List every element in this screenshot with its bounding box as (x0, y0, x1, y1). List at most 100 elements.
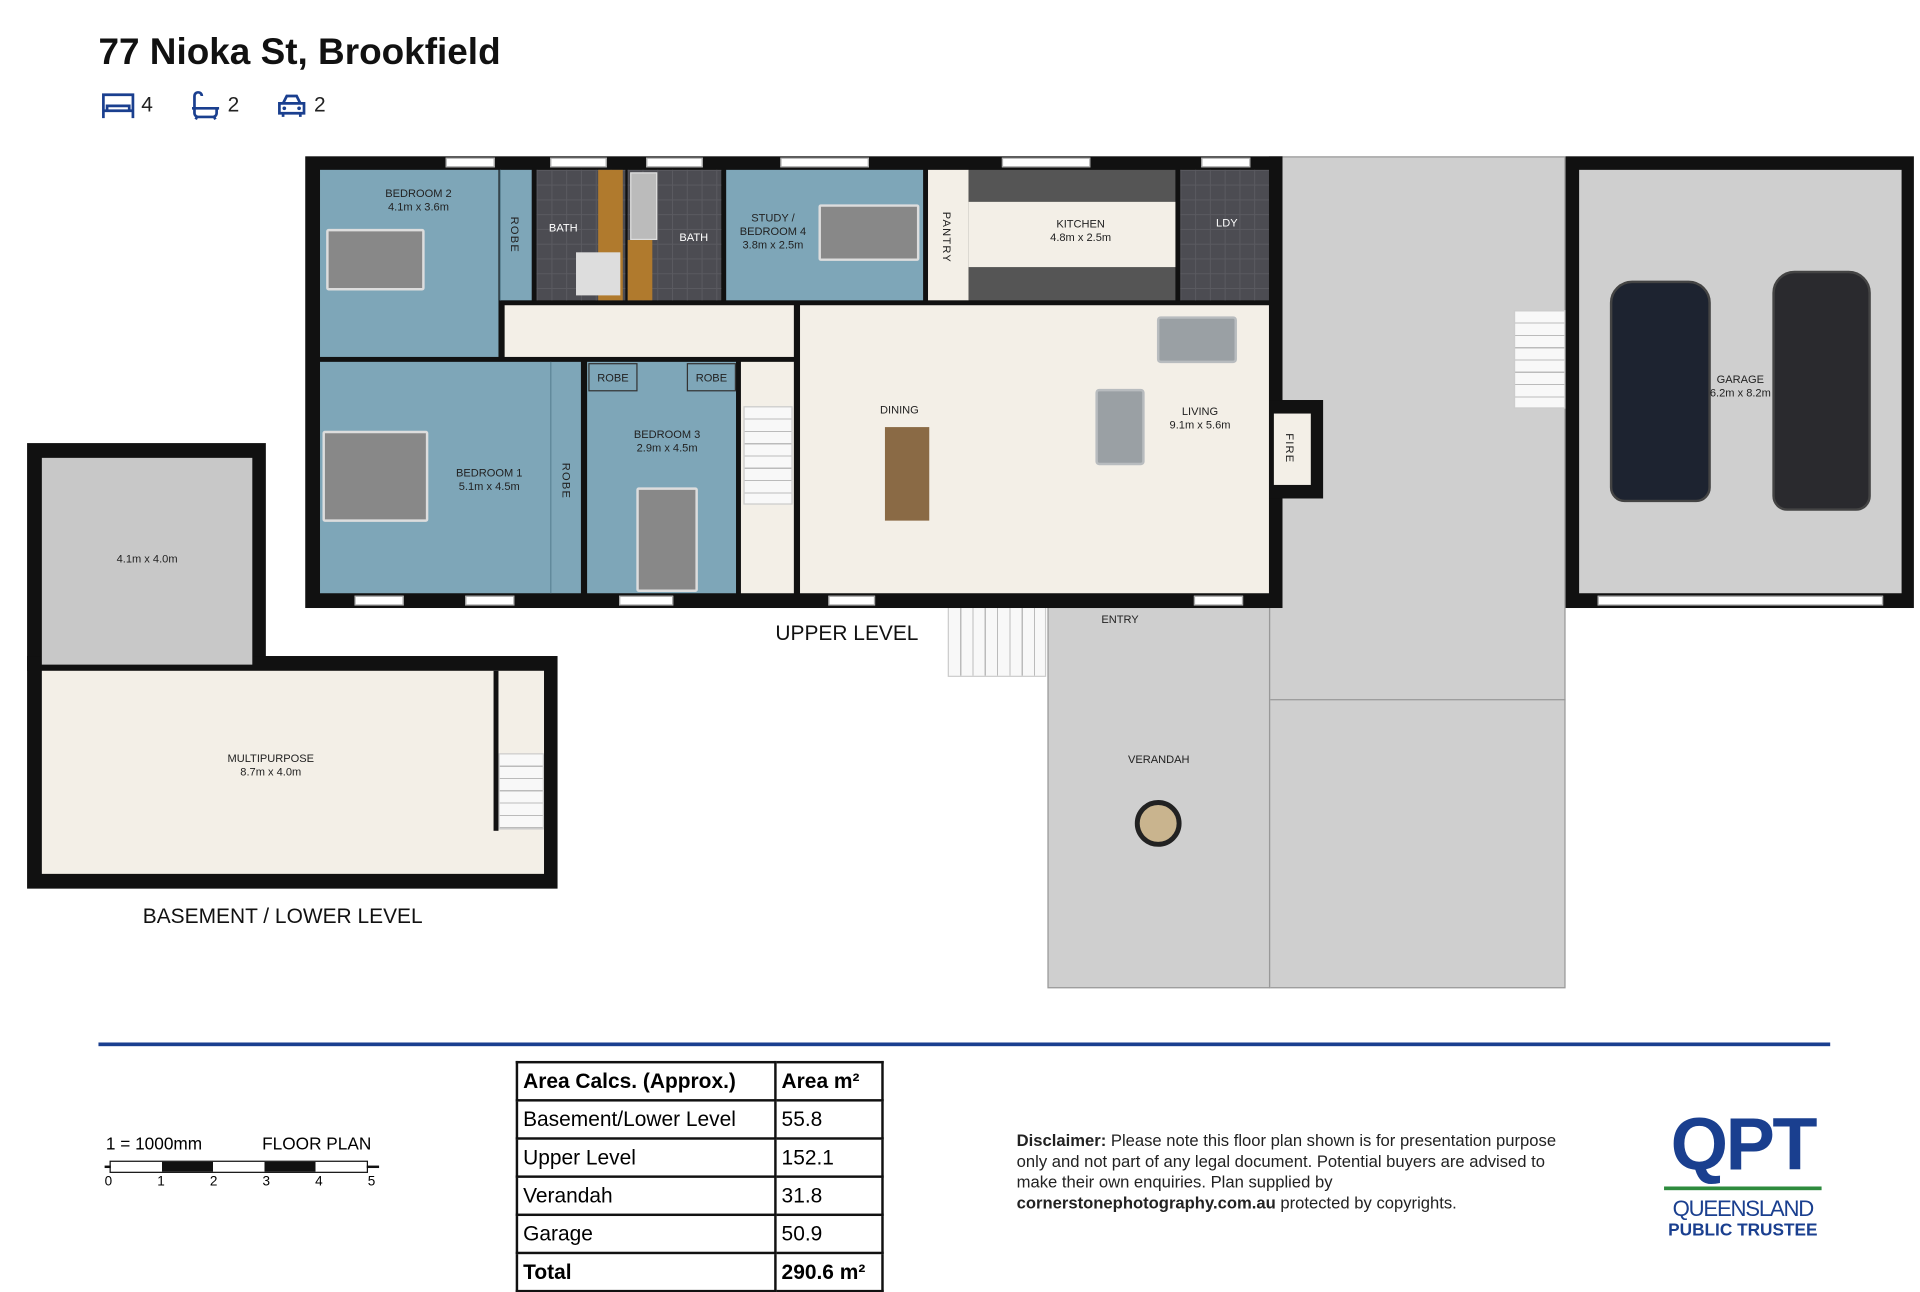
room-name: BEDROOM 4 (739, 225, 807, 238)
dining-table (884, 427, 930, 521)
window (780, 157, 869, 168)
robe-label: ROBE (695, 371, 728, 385)
disclaimer: Disclaimer: Please note this floor plan … (1017, 1130, 1559, 1214)
kitchen (968, 201, 1176, 268)
car (1609, 280, 1711, 503)
parking-stat: 2 (276, 91, 326, 121)
header-cell: Area m² (774, 1060, 884, 1102)
fireplace (1273, 413, 1311, 485)
car (1772, 270, 1871, 511)
window (828, 595, 876, 606)
cell: 290.6 m² (774, 1251, 884, 1292)
bed (636, 487, 698, 593)
car-icon (278, 94, 306, 117)
scale-tick: 0 (104, 1174, 113, 1189)
scale-ratio: 1 = 1000mm (105, 1133, 203, 1154)
divider-line (98, 1042, 1831, 1047)
basement-room (41, 457, 253, 665)
room-size: 4.8m x 2.5m (1050, 231, 1112, 244)
sofa (1095, 388, 1145, 466)
bathtub (630, 172, 658, 241)
scale-tick: 1 (157, 1174, 165, 1189)
site-link[interactable]: cornerstonephotography.com.au (1016, 1193, 1276, 1213)
basement-room-label: 4.1m x 4.0m (116, 552, 178, 565)
verandah-label: VERANDAH (1128, 753, 1190, 766)
bath-icon (192, 90, 220, 120)
side-stairs (1513, 310, 1566, 409)
bedrooms-stat: 4 (101, 91, 153, 121)
property-stats: 4 2 2 (101, 90, 326, 121)
room-size: 4.1m x 3.6m (387, 200, 449, 213)
window (445, 157, 495, 168)
front-stairs (947, 606, 1047, 677)
header-cell: Area Calcs. (Approx.) (515, 1060, 777, 1102)
window (1193, 595, 1244, 606)
laundry-label: LDY (1216, 216, 1238, 229)
cell: 55.8 (774, 1099, 884, 1140)
scale-tick: 3 (262, 1174, 271, 1189)
room-name: KITCHEN (1056, 217, 1105, 231)
robe-bedroom-2 (499, 169, 532, 301)
pantry (928, 169, 969, 301)
basement-level-label: BASEMENT / LOWER LEVEL (142, 904, 423, 929)
room-size: 9.1m x 5.6m (1169, 418, 1231, 431)
window (465, 595, 515, 606)
fire-label: FIRE (1283, 433, 1297, 464)
sofa (1156, 316, 1237, 364)
pantry-label: PANTRY (940, 211, 953, 264)
logo-mark: QPT (1670, 1102, 1818, 1186)
room-name: STUDY / (751, 211, 795, 225)
bed (818, 204, 920, 261)
disclaimer-title: Disclaimer: (1016, 1131, 1107, 1150)
robe-label: ROBE (597, 371, 629, 385)
dining-label: DINING (880, 403, 919, 417)
deck-area (1268, 156, 1566, 989)
bathrooms-stat: 2 (190, 90, 239, 121)
room-size: 6.2m x 8.2m (1709, 386, 1771, 399)
cell: Garage (515, 1213, 777, 1255)
hallway (504, 305, 794, 357)
window (354, 595, 404, 606)
scale-tick: 5 (367, 1174, 376, 1189)
bed-icon (102, 93, 135, 119)
room-size: 2.9m x 4.5m (636, 441, 698, 455)
page-title: 77 Nioka St, Brookfield (98, 32, 501, 73)
basement-stairs (498, 753, 545, 830)
upper-level-label: UPPER LEVEL (775, 621, 919, 645)
room-size: 8.7m x 4.0m (240, 765, 302, 778)
deck-divider (1268, 699, 1566, 701)
room-size: 3.8m x 2.5m (742, 238, 804, 252)
logo-rule (1664, 1186, 1822, 1191)
room-name: BEDROOM 3 (633, 428, 701, 441)
window (619, 595, 674, 606)
robe-label: ROBE (560, 462, 573, 500)
robe-right (686, 363, 737, 392)
robe-label: ROBE (508, 216, 521, 253)
entry-label: ENTRY (1101, 612, 1139, 626)
bed (322, 430, 429, 522)
room-name: LIVING (1181, 404, 1219, 418)
bath-1-label: BATH (548, 221, 578, 234)
bed (326, 228, 425, 291)
disclaimer-tail: protected by copyrights. (1275, 1193, 1457, 1213)
scale-tick: 2 (209, 1174, 218, 1189)
cell: Total (515, 1251, 777, 1292)
outdoor-table (1134, 800, 1182, 847)
cell: Verandah (515, 1175, 777, 1217)
logo-line1: QUEENSLAND (1672, 1196, 1815, 1221)
cell: 31.8 (774, 1175, 884, 1217)
laundry (1180, 169, 1269, 301)
garage-door (1597, 595, 1884, 606)
